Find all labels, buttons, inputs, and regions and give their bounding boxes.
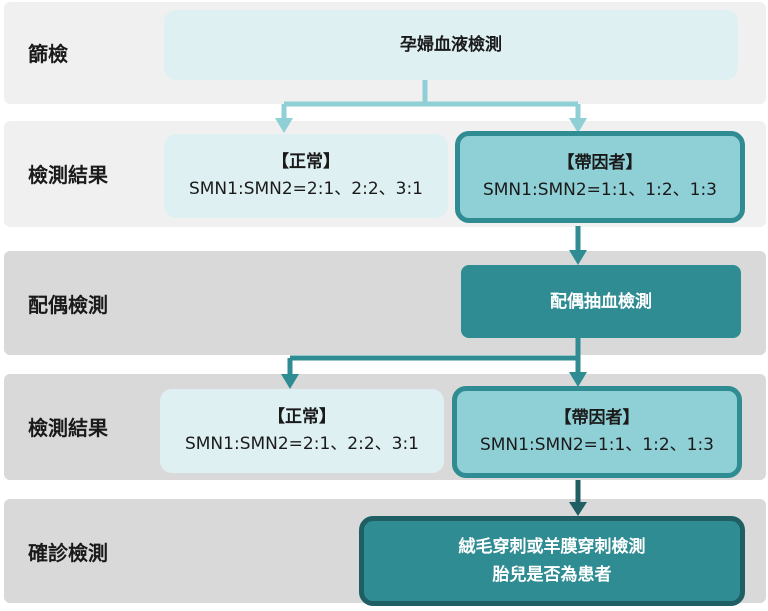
partner-test-label: 配偶抽血檢測: [550, 291, 652, 312]
row-label-confirm-test: 確診檢測: [28, 541, 108, 565]
carrier-2-title: 【帶因者】: [554, 408, 640, 428]
arrowhead-to-carrier-1: [569, 118, 587, 133]
row-label-screening: 篩檢: [28, 42, 68, 66]
arrowhead-to-partner: [569, 250, 587, 265]
normal-2-title: 【正常】: [268, 407, 336, 427]
arrow-maternal-split: [281, 80, 581, 122]
box-confirm-test: 絨毛穿刺或羊膜穿刺檢測 胎兒是否為患者: [359, 516, 745, 606]
carrier-1-title: 【帶因者】: [557, 153, 643, 173]
row-label-result-2: 檢測結果: [28, 416, 108, 440]
box-maternal-blood-test: 孕婦血液檢測: [164, 10, 738, 80]
maternal-test-label: 孕婦血液檢測: [400, 35, 502, 55]
box-carrier-1: 【帶因者】 SMN1:SMN2=1:1、1:2、1:3: [455, 131, 745, 223]
box-normal-2: 【正常】 SMN1:SMN2=2:1、2:2、3:1: [160, 389, 444, 473]
arrowhead-to-normal-2: [281, 374, 299, 389]
box-carrier-2: 【帶因者】 SMN1:SMN2=1:1、1:2、1:3: [452, 386, 742, 478]
arrowhead-to-carrier-2: [569, 372, 587, 387]
arrow-partner-split: [287, 338, 581, 378]
normal-1-title: 【正常】: [272, 152, 340, 172]
row-label-partner-test: 配偶檢測: [28, 293, 108, 317]
normal-1-ratio: SMN1:SMN2=2:1、2:2、3:1: [188, 179, 424, 199]
arrowhead-to-normal-1: [275, 118, 293, 133]
carrier-2-ratio: SMN1:SMN2=1:1、1:2、1:3: [479, 435, 715, 455]
box-partner-blood-test: 配偶抽血檢測: [461, 265, 741, 338]
box-normal-1: 【正常】 SMN1:SMN2=2:1、2:2、3:1: [164, 134, 448, 218]
confirm-line-2: 胎兒是否為患者: [492, 565, 612, 585]
carrier-1-ratio: SMN1:SMN2=1:1、1:2、1:3: [482, 180, 718, 200]
row-label-result-1: 檢測結果: [28, 163, 108, 187]
confirm-line-1: 絨毛穿刺或羊膜穿刺檢測: [458, 537, 646, 557]
normal-2-ratio: SMN1:SMN2=2:1、2:2、3:1: [184, 434, 420, 454]
arrowhead-to-confirm: [569, 502, 587, 516]
